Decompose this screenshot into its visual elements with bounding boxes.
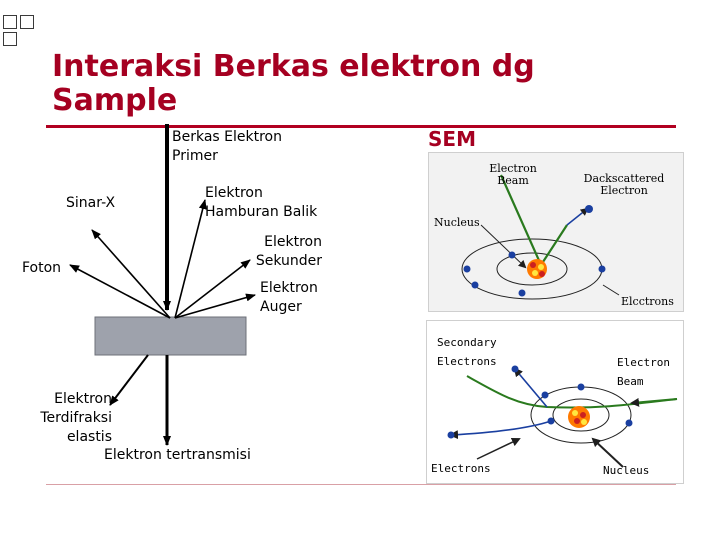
- ejected-electron-path: [449, 420, 552, 440]
- diffracted-arrow: [109, 354, 149, 406]
- xray-label: Sinar-X: [66, 195, 116, 211]
- xray-arrow: [91, 229, 171, 319]
- electron-dot: [598, 265, 606, 273]
- electron-dot: [541, 391, 549, 399]
- sem-atom-drawing-bottom: [447, 365, 678, 468]
- secondary-arrow: [513, 367, 548, 408]
- electron-dot: [511, 365, 519, 373]
- nucleus-label-top: Nucleus: [434, 216, 480, 229]
- electrons-pointer: [476, 437, 521, 460]
- footer-divider: [46, 484, 676, 485]
- bullet-square: [20, 15, 34, 29]
- auger-arrow: [174, 293, 256, 319]
- nucleus-pointer: [591, 437, 624, 468]
- electron-dot: [577, 383, 585, 391]
- electron-dot: [625, 419, 633, 427]
- nucleus-pointer: [480, 224, 527, 269]
- photon-label: Foton: [22, 260, 62, 276]
- sem-atom-drawing-top: [461, 174, 620, 300]
- sample-block: [94, 316, 247, 356]
- electrons-label-top: Elcctrons: [621, 295, 674, 308]
- backscattered-arrow: [174, 199, 207, 319]
- inner-orbit: [552, 398, 610, 432]
- electron-beam-path: [499, 174, 568, 268]
- sem-heading: SEM: [428, 127, 476, 151]
- bullet-square: [3, 15, 17, 29]
- beam-arrow: [630, 397, 678, 407]
- electron-dot: [463, 265, 471, 273]
- electron-dot: [508, 251, 516, 259]
- title-divider: [46, 125, 676, 128]
- electron-dot: [547, 417, 555, 425]
- electron-dot: [585, 205, 593, 213]
- secondary-arrow: [174, 259, 251, 319]
- inner-orbit: [496, 252, 568, 286]
- nucleus-label-bottom: Nucleus: [603, 464, 650, 477]
- electrons-pointer: [602, 284, 620, 296]
- electron-dot: [471, 281, 479, 289]
- electrons-label-bottom: Electrons: [431, 462, 491, 475]
- slide-title: Interaksi Berkas elektron dg Sample: [52, 49, 535, 118]
- backscatter-path: [566, 207, 589, 226]
- electron-dot: [447, 431, 455, 439]
- transmitted-label: Elektron tertransmisi: [104, 447, 251, 463]
- bullet-square: [3, 32, 17, 46]
- electron-dot: [518, 289, 526, 297]
- photon-arrow: [69, 264, 171, 319]
- nucleus: [568, 406, 590, 428]
